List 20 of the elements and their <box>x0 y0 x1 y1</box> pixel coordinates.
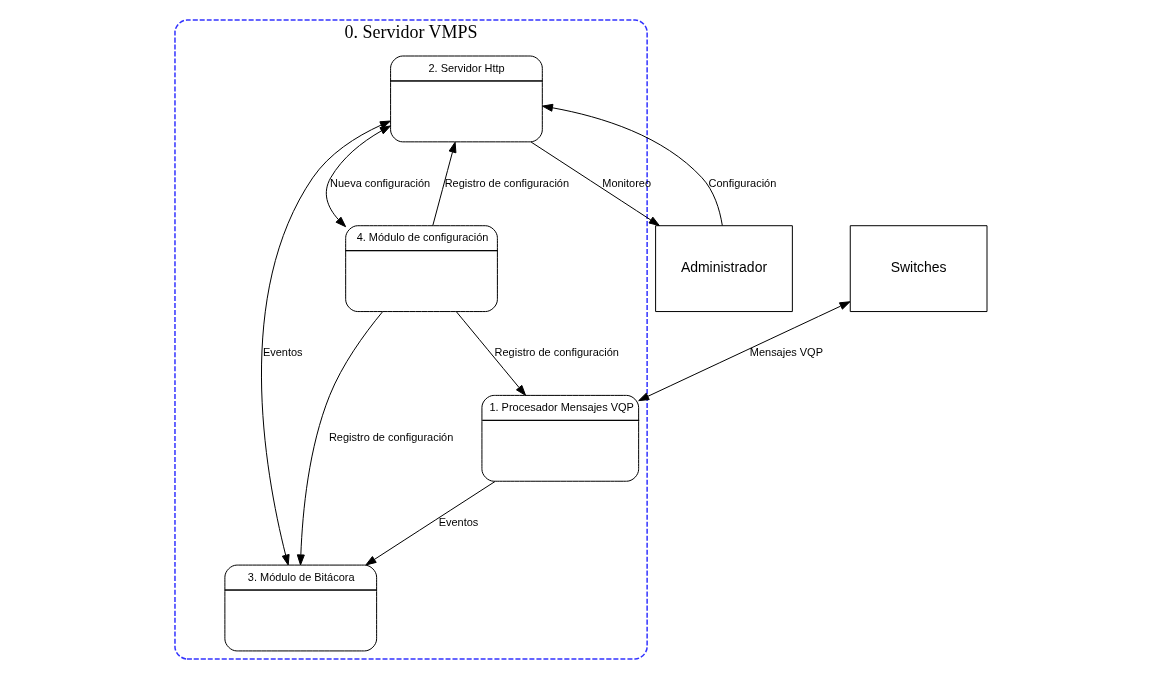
arrow <box>296 311 383 566</box>
edge-label: Registro de configuración <box>328 431 453 444</box>
node-box: Switches <box>849 225 987 313</box>
arrow <box>455 311 526 396</box>
edge-label: Registro de configuración <box>494 346 619 359</box>
arrow <box>541 103 723 226</box>
edge-label: Registro de configuración <box>444 176 569 189</box>
arrow <box>637 301 850 402</box>
edge-label: Nueva configuración <box>329 176 430 189</box>
arrow <box>364 480 496 566</box>
edge-label: Mensajes VQP <box>749 346 823 359</box>
edge-label: Eventos <box>438 515 478 528</box>
edge-label: Monitoreo <box>601 176 651 189</box>
arrow <box>431 141 456 227</box>
arrow <box>260 120 391 566</box>
arrow <box>325 125 391 228</box>
edge-label: Configuración <box>708 176 776 189</box>
arrow <box>530 141 660 226</box>
edge-label: Eventos <box>262 346 303 359</box>
node-box: Administrador <box>654 225 793 313</box>
